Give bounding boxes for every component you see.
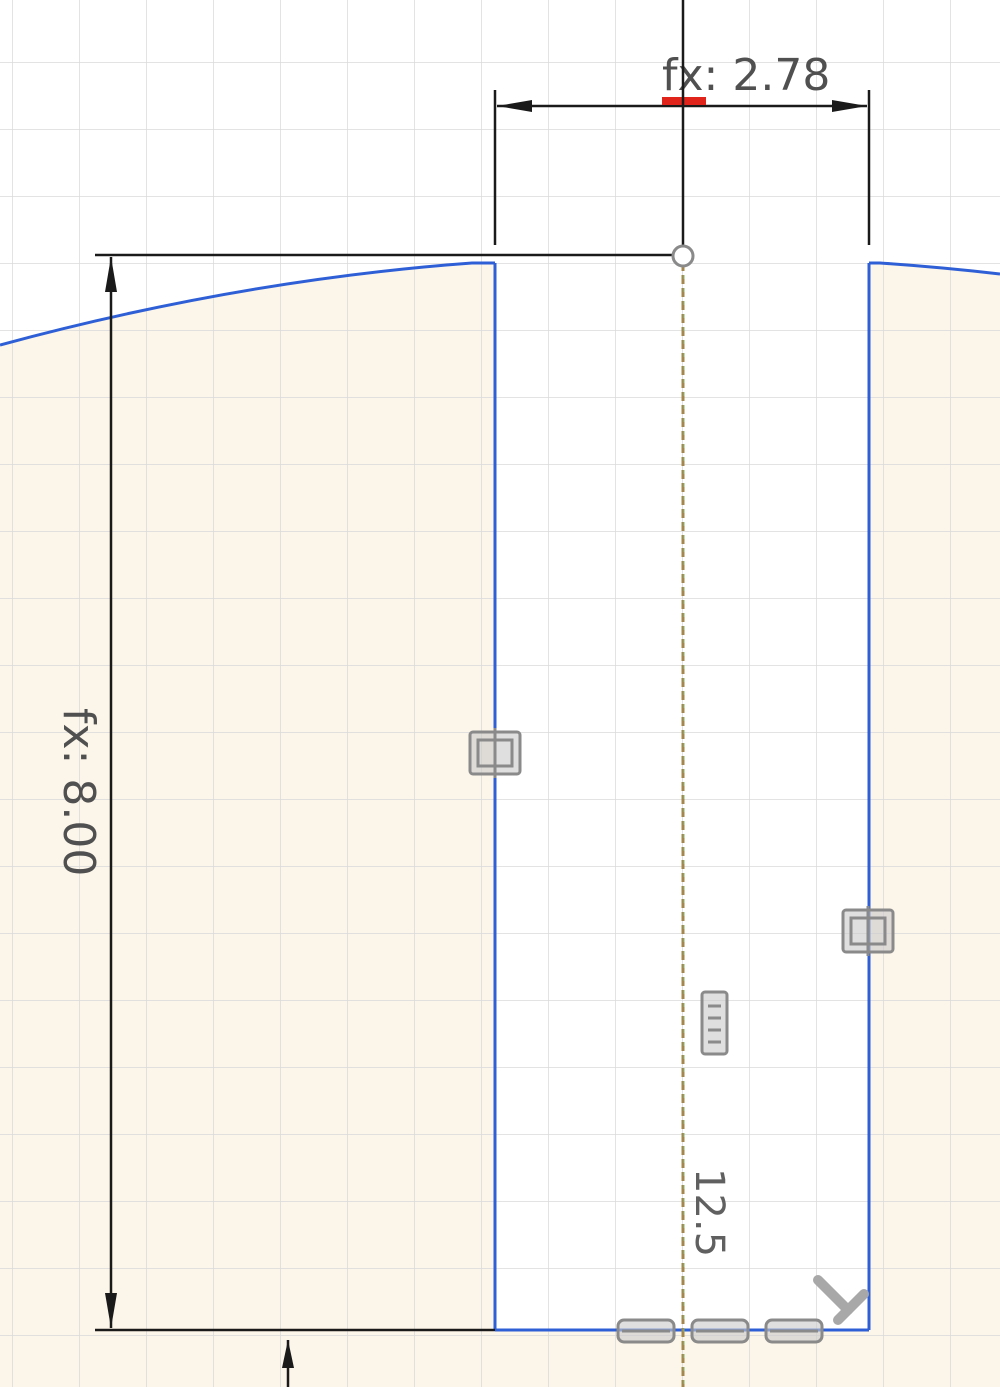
horizontal-constraint-icon-2[interactable]	[690, 1318, 750, 1344]
arrowhead-bottom	[105, 1293, 117, 1328]
construction-constraint-icon[interactable]	[700, 990, 729, 1056]
perpendicular-constraint-icon[interactable]	[813, 1275, 869, 1325]
arrowhead-lower	[282, 1340, 294, 1368]
dimension-centerline-text[interactable]: 12.5	[686, 1168, 732, 1257]
sketch-point[interactable]	[671, 244, 695, 268]
outer-arc-right[interactable]	[869, 261, 1000, 276]
horizontal-constraint-icon-3[interactable]	[764, 1318, 824, 1344]
dimension-height[interactable]: fx: 8.00	[53, 257, 495, 1332]
outer-arc-left[interactable]	[0, 261, 495, 347]
arrowhead-left	[497, 100, 532, 112]
arrowhead-top	[105, 257, 117, 292]
arrowhead-right	[832, 100, 867, 112]
horizontal-constraint-icon-1[interactable]	[616, 1318, 676, 1344]
dimension-width-text[interactable]: fx: 2.78	[662, 50, 830, 101]
vertical-constraint-icon-right[interactable]	[841, 906, 895, 956]
vertical-constraint-icon-left[interactable]	[468, 728, 522, 778]
dimension-height-text[interactable]: fx: 8.00	[53, 708, 104, 876]
